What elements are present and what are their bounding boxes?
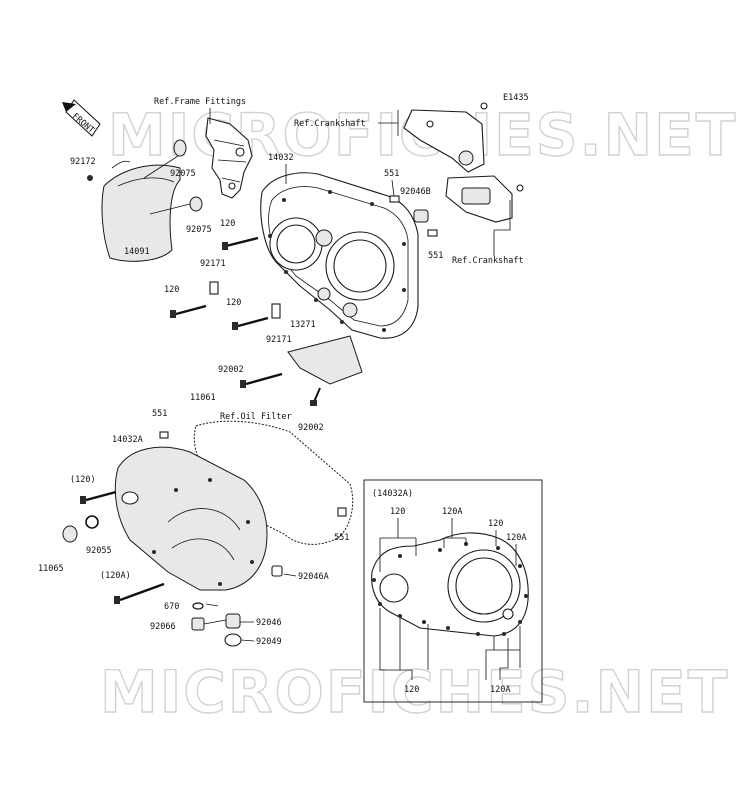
crankshaft-upper-bracket [403, 109, 485, 173]
label-ref-crankshaft-top: Ref.Crankshaft [294, 119, 366, 129]
label-92049: 92049 [256, 637, 282, 647]
bolt-92172 [87, 175, 93, 181]
label-ref-crankshaft-right: Ref.Crankshaft [452, 256, 524, 266]
bushing-92046b [413, 209, 429, 223]
inset-label-120a-c: 120A [490, 685, 510, 695]
bolt-120-c [232, 316, 269, 330]
bolt-120-a [222, 236, 259, 250]
inset-label-120-b: 120 [488, 519, 503, 529]
label-92046b: 92046B [400, 187, 431, 197]
bolt-120-b [170, 304, 207, 318]
label-92002-a: 92002 [218, 365, 244, 375]
dowel-551-mid [159, 431, 169, 439]
bolt-120a-paren [114, 582, 165, 604]
ring-670 [192, 602, 204, 610]
label-14032: 14032 [268, 153, 294, 163]
label-14091: 14091 [124, 247, 150, 257]
front-arrow-icon: FRONT [62, 99, 101, 137]
label-92055: 92055 [86, 546, 112, 556]
label-92046: 92046 [256, 618, 282, 628]
label-13271: 13271 [290, 320, 316, 330]
watermark-bottom: MICROFICHES.NET [100, 658, 729, 726]
label-670: 670 [164, 602, 179, 612]
label-92075-b: 92075 [186, 225, 212, 235]
dowel-551-right [427, 229, 438, 237]
grommet-92075-b [189, 196, 203, 212]
crankshaft-lower-bracket [445, 175, 513, 223]
inset-label-120-c: 120 [404, 685, 419, 695]
o-ring-92055 [85, 515, 99, 529]
dowel-551-top [389, 195, 400, 203]
label-14032a: 14032A [112, 435, 143, 445]
inset-title: (14032A) [372, 489, 413, 499]
plate-13271 [287, 335, 363, 385]
bolt-120-paren [80, 490, 117, 504]
inset-cover-outline [371, 532, 529, 637]
front-cover-14091 [101, 160, 181, 262]
label-120-c: 120 [226, 298, 241, 308]
bushing-92046a [271, 565, 283, 577]
crankcase-cover-14032 [260, 172, 419, 339]
label-120-b: 120 [164, 285, 179, 295]
label-92046a: 92046A [298, 572, 329, 582]
label-11065: 11065 [38, 564, 64, 574]
label-551-top: 551 [384, 169, 399, 179]
label-92172: 92172 [70, 157, 96, 167]
label-92171-b: 92171 [266, 335, 292, 345]
label-ref-frame-fittings: Ref.Frame Fittings [154, 97, 246, 107]
inset-box [363, 479, 543, 703]
seal-92049 [224, 633, 242, 647]
label-92171-a: 92171 [200, 259, 226, 269]
label-ref-oil-filter: Ref.Oil Filter [220, 412, 292, 422]
bushing-92046 [225, 613, 241, 629]
bolt-92002-b [310, 387, 321, 406]
frame-fitting-bracket [205, 117, 253, 199]
label-551-right: 551 [428, 251, 443, 261]
primary-cover-14032a [114, 446, 268, 591]
label-551-mid: 551 [152, 409, 167, 419]
collar-92171-a [209, 281, 219, 295]
inset-label-120a-a: 120A [442, 507, 462, 517]
label-120-paren: (120) [70, 475, 96, 485]
label-92075-a: 92075 [170, 169, 196, 179]
label-11061: 11061 [190, 393, 216, 403]
inset-label-120a-b: 120A [506, 533, 526, 543]
plug-11065 [62, 525, 78, 543]
bolt-right [516, 184, 524, 192]
label-92002-b: 92002 [298, 423, 324, 433]
bolt-top-right [480, 102, 488, 110]
plug-92066 [191, 617, 205, 631]
label-120a-paren: (120A) [100, 571, 131, 581]
inset-label-120-a: 120 [390, 507, 405, 517]
label-120-a: 120 [220, 219, 235, 229]
dowel-551-low [337, 507, 347, 517]
grommet-92075-a [173, 139, 187, 157]
label-551-low: 551 [334, 533, 349, 543]
bolt-92002-a [240, 372, 283, 388]
collar-92171-b [271, 303, 281, 319]
inset-leaders [379, 518, 521, 680]
label-92066: 92066 [150, 622, 176, 632]
diagram-code: E1435 [503, 93, 529, 103]
